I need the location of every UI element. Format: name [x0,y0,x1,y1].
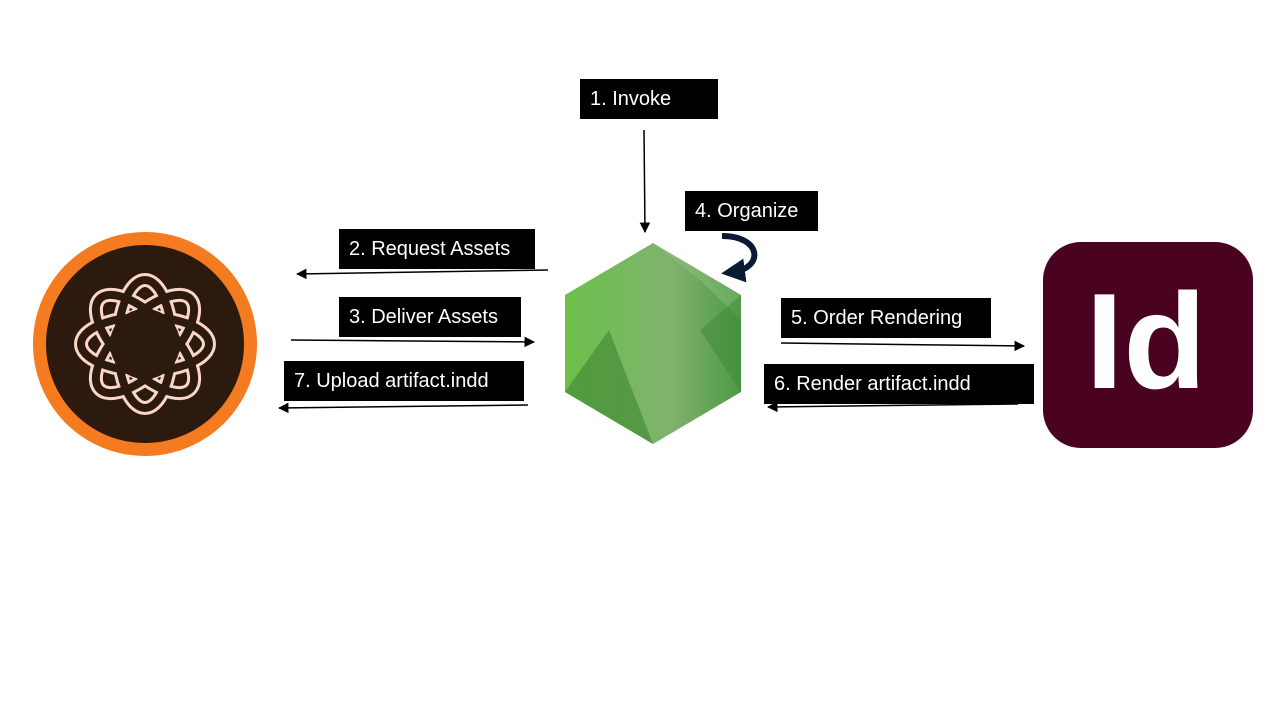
indesign-logo-icon: Id [1043,242,1253,448]
step-label-upload-artifact: 7. Upload artifact.indd [284,361,524,401]
step-label-invoke: 1. Invoke [580,79,718,119]
aem-logo-icon [33,232,257,456]
step-label-organize: 4. Organize [685,191,818,231]
nodejs-hexagon-icon [565,243,741,444]
organize-curl-arrow [721,233,758,283]
arrow-invoke [639,129,651,234]
arrow-request-assets [295,268,549,280]
arrow-render-artifact [766,401,1019,413]
arrow-deliver-assets [290,336,536,348]
arrow-order-rendering [780,340,1026,352]
step-label-order-rendering: 5. Order Rendering [781,298,991,338]
step-label-render-artifact: 6. Render artifact.indd [764,364,1034,404]
arrow-upload-artifact [277,402,529,414]
step-label-deliver-assets: 3. Deliver Assets [339,297,521,337]
indesign-logo-text: Id [1086,265,1207,417]
step-label-request-assets: 2. Request Assets [339,229,535,269]
